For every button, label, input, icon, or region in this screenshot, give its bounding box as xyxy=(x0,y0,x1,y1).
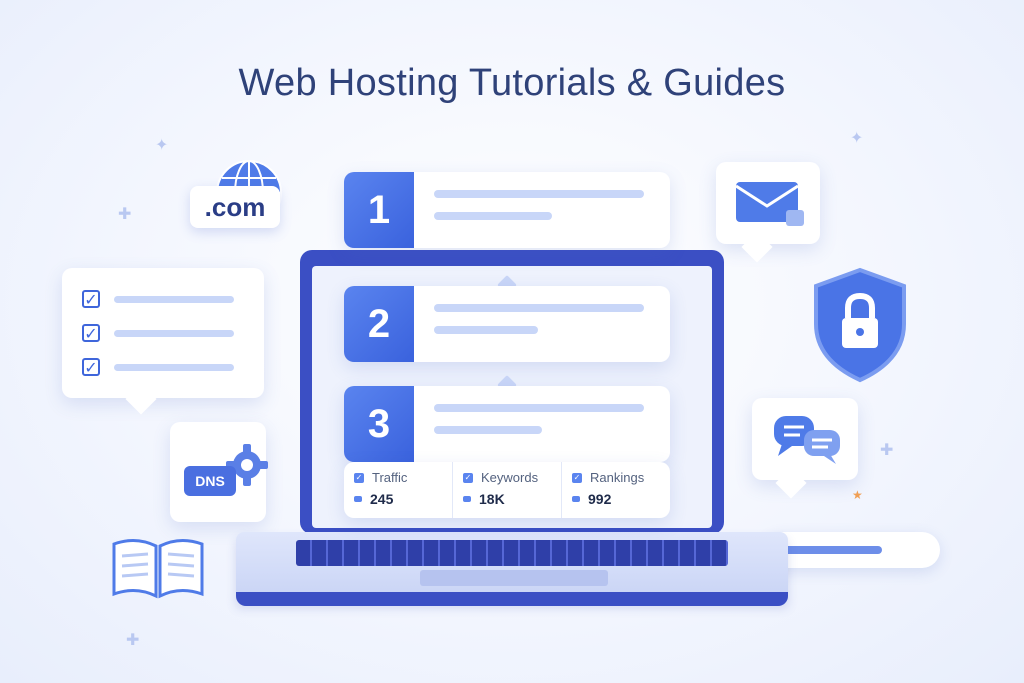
stat-value: 18K xyxy=(479,491,505,507)
stat-traffic: ✓ Traffic 245 xyxy=(344,462,453,518)
domain-badge: .com xyxy=(190,186,280,228)
laptop-trackpad xyxy=(420,570,608,586)
stat-keywords: ✓ Keywords 18K xyxy=(453,462,562,518)
step-card-1[interactable]: 1 xyxy=(344,172,670,248)
shield-lock-icon xyxy=(812,266,908,384)
step-number: 2 xyxy=(344,286,414,362)
bar-icon xyxy=(463,496,471,502)
sparkle-icon: ✚ xyxy=(118,206,132,223)
checklist-item: ✓ xyxy=(82,282,244,316)
checkbox-icon: ✓ xyxy=(82,358,100,377)
sparkle-icon: ✚ xyxy=(880,442,894,459)
step-number: 1 xyxy=(344,172,414,248)
open-book-icon xyxy=(110,532,206,602)
check-icon: ✓ xyxy=(572,472,582,483)
email-icon xyxy=(734,180,806,230)
stats-panel: ✓ Traffic 245 ✓ Keywords 18K ✓ Rankings 992 xyxy=(344,462,670,518)
bar-icon xyxy=(572,496,580,502)
laptop-keyboard xyxy=(296,540,728,566)
checklist-item: ✓ xyxy=(82,350,244,384)
stat-label: Keywords xyxy=(481,470,539,485)
checkbox-icon: ✓ xyxy=(82,290,100,309)
sparkle-icon: ✦ xyxy=(155,137,169,154)
step-card-2[interactable]: 2 xyxy=(344,286,670,362)
page-title: Web Hosting Tutorials & Guides xyxy=(238,62,786,104)
checkbox-icon: ✓ xyxy=(82,324,100,343)
search-bar-fill xyxy=(782,546,882,554)
checklist-card: ✓ ✓ ✓ xyxy=(62,268,264,398)
stat-value: 992 xyxy=(588,491,612,507)
laptop-edge xyxy=(236,592,788,606)
step-number: 3 xyxy=(344,386,414,462)
bar-icon xyxy=(354,496,362,502)
check-icon: ✓ xyxy=(354,472,364,483)
stat-label: Rankings xyxy=(590,470,645,485)
stat-rankings: ✓ Rankings 992 xyxy=(562,462,670,518)
stat-label: Traffic xyxy=(372,470,408,485)
sparkle-icon: ✦ xyxy=(850,130,864,147)
checklist-item: ✓ xyxy=(82,316,244,350)
step-card-3[interactable]: 3 xyxy=(344,386,670,462)
stat-value: 245 xyxy=(370,491,394,507)
sparkle-icon: ✚ xyxy=(126,632,140,649)
chat-bubbles-icon xyxy=(772,414,842,466)
star-icon: ★ xyxy=(852,488,863,502)
dns-badge: DNS xyxy=(184,466,236,496)
check-icon: ✓ xyxy=(463,472,473,483)
